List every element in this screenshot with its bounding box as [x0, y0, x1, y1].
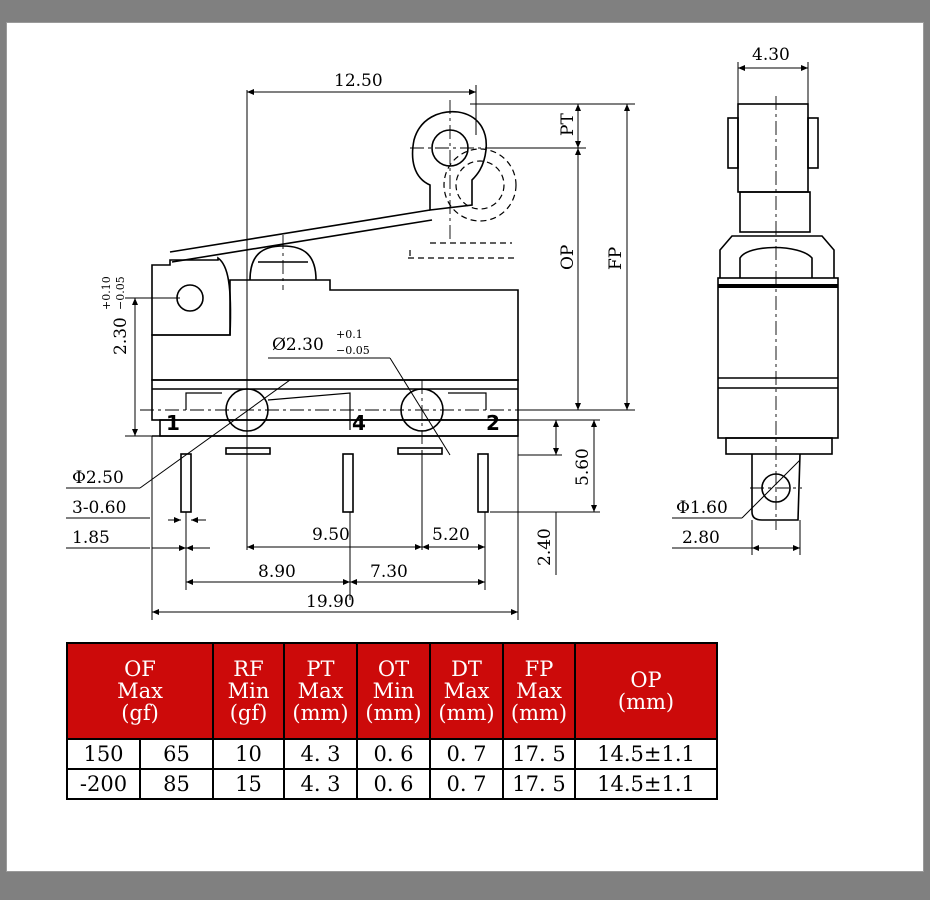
- dim-pivot-tol-plus: +0.10: [100, 276, 113, 310]
- pin-label-1: 1: [166, 411, 180, 435]
- dim-op: OP: [558, 245, 578, 270]
- dim-terminal-hole-dia: Φ1.60: [676, 498, 728, 518]
- side-body: [717, 277, 839, 439]
- dim-mount-hole-dia: Ø2.30: [272, 335, 324, 355]
- cell-rf: 10: [212, 738, 285, 770]
- switch-front-view: [151, 110, 519, 513]
- pivot-hole: [176, 284, 204, 312]
- side-base: [725, 437, 833, 455]
- switch-body-bottom: [159, 419, 519, 437]
- lever-arm-bottom: [171, 219, 433, 263]
- roller-bracket: [411, 110, 487, 211]
- cell-of-b: 85: [139, 768, 214, 800]
- cell-pt: 4. 3: [283, 768, 358, 800]
- center-lines: [140, 100, 530, 445]
- pin1-contact-line: [185, 392, 222, 410]
- cell-of-a: 150: [66, 738, 141, 770]
- cell-op: 14.5±1.1: [574, 738, 718, 770]
- cell-ot: 0. 6: [356, 738, 431, 770]
- cell-fp: 17. 5: [502, 738, 576, 770]
- dim-pin-spacing-a: 8.90: [258, 562, 296, 582]
- terminal-pin-2: [477, 453, 489, 513]
- side-top-frame: [719, 235, 835, 278]
- cell-pt: 4. 3: [283, 738, 358, 770]
- side-center-lines: [750, 96, 802, 530]
- cell-dt: 0. 7: [429, 738, 504, 770]
- dim-pin-spacing-b: 7.30: [370, 562, 408, 582]
- switch-body-upper: [151, 279, 519, 381]
- dim-pivot-tol-minus: −0.05: [114, 276, 127, 310]
- common-contact-line: [267, 392, 351, 430]
- dim-pivot-hole-height: 2.30: [111, 317, 131, 355]
- terminal-pin-4: [342, 453, 354, 513]
- cell-rf: 15: [212, 768, 285, 800]
- side-bracket: [739, 191, 811, 233]
- pin-label-2: 2: [486, 411, 500, 435]
- dim-side-width: 4.30: [752, 45, 790, 65]
- dim-right-offset: 5.20: [432, 525, 470, 545]
- lever-arm-top: [169, 209, 431, 253]
- dim-top-width: 12.50: [334, 71, 383, 91]
- side-roller: [737, 103, 809, 193]
- dim-offset-a: 1.85: [72, 528, 110, 548]
- side-roller-hub-right: [807, 117, 819, 169]
- dim-fp: FP: [606, 247, 626, 270]
- front-dimension-lines: [66, 85, 635, 620]
- side-plunger: [739, 246, 813, 278]
- dim-pin-bottom: 2.40: [535, 528, 555, 566]
- table-row: 150 65 10 4. 3 0. 6 0. 7 17. 5 14.5±1.1: [66, 738, 718, 770]
- dim-mount-tol-minus: −0.05: [336, 344, 370, 357]
- roller-actuated-ghost: [408, 148, 517, 259]
- dim-pin-length: 5.60: [573, 448, 593, 486]
- terminal-pin-1: [180, 453, 192, 513]
- foot-left: [225, 447, 271, 455]
- dim-pt: PT: [558, 113, 578, 136]
- dim-terminal-width: 3-0.60: [72, 498, 126, 518]
- side-roller-hub-left: [727, 117, 739, 169]
- side-terminal: [751, 453, 801, 521]
- cell-op: 14.5±1.1: [574, 768, 718, 800]
- dim-overall-length: 19.90: [306, 592, 355, 612]
- dim-hole-dia: Φ2.50: [72, 468, 124, 488]
- cell-of-a: -200: [66, 768, 141, 800]
- header-op: OP(mm): [574, 642, 718, 740]
- cell-dt: 0. 7: [429, 768, 504, 800]
- pin-label-4: 4: [352, 411, 366, 435]
- table-row: -200 85 15 4. 3 0. 6 0. 7 17. 5 14.5±1.1: [66, 768, 718, 800]
- switch-side-view: [717, 103, 839, 521]
- cell-of-b: 65: [139, 738, 214, 770]
- cell-fp: 17. 5: [502, 768, 576, 800]
- dim-hole-pitch: 9.50: [312, 525, 350, 545]
- cell-ot: 0. 6: [356, 768, 431, 800]
- dim-mount-tol-plus: +0.1: [336, 328, 363, 341]
- foot-right: [397, 447, 443, 455]
- pin2-contact-line: [448, 392, 487, 410]
- pivot-block: [151, 256, 232, 336]
- side-dimension-lines: [672, 62, 809, 555]
- dim-terminal-width-side: 2.80: [682, 528, 720, 548]
- switch-body-middle: [151, 379, 519, 421]
